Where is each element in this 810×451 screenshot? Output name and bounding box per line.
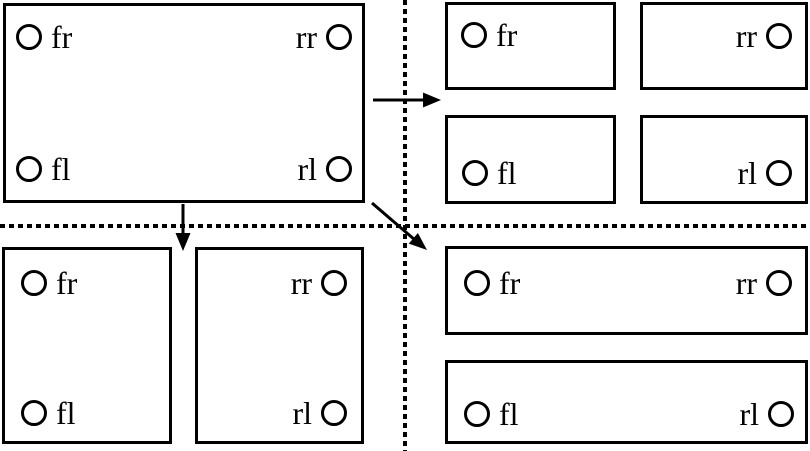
wheel-label: rr <box>295 19 317 55</box>
wheel-circle-icon <box>21 400 47 426</box>
split-four-box-front-right: fr <box>445 2 616 90</box>
wheel-front-right: fr <box>21 267 77 299</box>
wheel-circle-icon <box>464 270 490 296</box>
wheel-rear-left: rl <box>292 397 347 429</box>
wheel-circle-icon <box>766 160 792 186</box>
wheel-circle-icon <box>464 401 490 427</box>
wheel-label: fr <box>56 265 78 301</box>
wheel-label: fl <box>51 151 71 187</box>
split-rows-left-side-box: fl rl <box>445 360 808 444</box>
wheel-rear-left: rl <box>297 153 352 185</box>
split-four-box-rear-left: rl <box>640 115 808 204</box>
split-columns-rear-box: rr rl <box>195 247 364 444</box>
wheel-circle-icon <box>461 22 487 48</box>
wheel-label: rr <box>735 18 757 54</box>
wheel-circle-icon <box>21 270 47 296</box>
wheel-rear-right: rr <box>296 21 352 53</box>
split-four-box-front-left: fl <box>445 115 616 204</box>
quadrant-divider-horizontal-dotted-line <box>0 224 810 228</box>
wheel-circle-icon <box>16 24 42 50</box>
wheel-label: fl <box>497 155 517 191</box>
wheel-label: rl <box>737 155 757 191</box>
wheel-circle-icon <box>16 156 42 182</box>
wheel-circle-icon <box>768 401 794 427</box>
split-rows-right-side-box: fr rr <box>445 246 808 335</box>
wheel-front-right: fr <box>464 267 520 299</box>
wheel-front-left: fl <box>462 157 517 189</box>
arrow-right-icon <box>373 92 441 108</box>
wheel-front-right: fr <box>461 19 517 51</box>
wheel-label: fr <box>496 17 518 53</box>
wheel-front-left: fl <box>464 398 519 430</box>
wheel-front-left: fl <box>21 397 76 429</box>
wheel-rear-right: rr <box>736 20 792 52</box>
wheel-label: rl <box>297 151 317 187</box>
split-four-box-rear-right: rr <box>640 2 808 90</box>
wheel-label: fr <box>499 265 521 301</box>
wheel-label: rr <box>735 265 757 301</box>
wheel-label: rl <box>292 395 312 431</box>
wheel-front-right: fr <box>16 21 72 53</box>
split-columns-front-box: fr fl <box>2 247 172 444</box>
wheel-label: rl <box>739 396 759 432</box>
wheel-rear-left: rl <box>737 157 792 189</box>
wheel-circle-icon <box>462 160 488 186</box>
wheel-circle-icon <box>766 23 792 49</box>
wheel-label: fl <box>499 396 519 432</box>
wheel-label: rr <box>290 265 312 301</box>
wheel-front-left: fl <box>16 153 71 185</box>
wheel-circle-icon <box>326 156 352 182</box>
whole-model-box: fr rr fl rl <box>3 3 365 203</box>
wheel-label: fr <box>51 19 73 55</box>
wheel-circle-icon <box>321 270 347 296</box>
wheel-circle-icon <box>326 24 352 50</box>
wheel-rear-right: rr <box>291 267 347 299</box>
wheel-rear-right: rr <box>736 267 792 299</box>
wheel-circle-icon <box>321 400 347 426</box>
wheel-rear-left: rl <box>739 398 794 430</box>
wheel-label: fl <box>56 395 76 431</box>
wheel-circle-icon <box>766 270 792 296</box>
